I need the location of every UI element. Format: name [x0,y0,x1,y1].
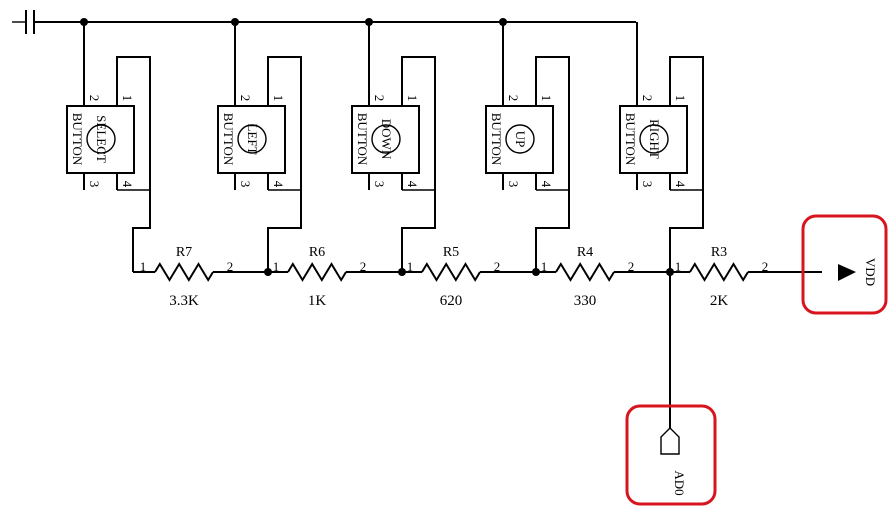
button-pin-number: 3 [87,181,102,188]
resistor-r4: R4 330 1 2 [541,245,635,309]
ad0-label: AD0 [672,470,687,495]
resistor-designator: R7 [176,245,192,260]
button-body [66,105,135,174]
button-right: 2 1 3 4 BUTTON RIGHT [619,22,704,272]
button-pin-number: 4 [673,181,688,188]
resistor-pin2: 2 [227,259,234,274]
button-pin-number: 2 [372,95,387,102]
button-name-label: SELECT [94,115,109,163]
button-name-label: DOWN [379,119,394,160]
resistor-pin2: 2 [762,259,769,274]
junction-dots [80,18,674,276]
resistor-r6: R6 1K 1 2 [273,245,367,309]
resistor-pin2: 2 [628,259,635,274]
ground-symbol [12,10,35,34]
button-name-label: UP [513,131,528,148]
button-select: 2 1 3 4 BUTTON SELECT [66,22,151,272]
resistor-value: 3.3K [169,293,199,309]
resistor-zigzag [154,262,214,282]
resistor-designator: R6 [309,245,325,260]
resistor-pin1: 1 [675,259,682,274]
button-circle-icon [86,124,116,154]
button-pin-number: 4 [120,181,135,188]
button-pin-number: 2 [238,95,253,102]
button-body [351,105,420,174]
button-pin-number: 3 [238,181,253,188]
button-name-label: LEFT [245,123,260,154]
button-pin-number: 2 [640,95,655,102]
resistor-designator: R4 [577,245,593,260]
resistor-designator: R3 [711,245,727,260]
resistor-chain: R7 3.3K 1 2 R6 1K 1 2 R5 620 1 2 R4 330 1 2 R3 2K 1 2 [140,245,769,309]
resistor-pin2: 2 [494,259,501,274]
button-pin-number: 4 [539,181,554,188]
button-pin-number: 2 [506,95,521,102]
resistor-value: 620 [440,293,463,309]
button-group: 2 1 3 4 BUTTON SELECT 2 1 3 4 BUTTON LEFT 2 1 3 4 BUTTON… [66,22,704,272]
button-body [619,105,688,174]
resistor-r7: R7 3.3K 1 2 [140,245,234,309]
resistor-value: 1K [308,293,327,309]
button-pin-number: 3 [372,181,387,188]
button-circle-icon [237,124,267,154]
button-pin-number: 1 [673,95,688,102]
button-down: 2 1 3 4 BUTTON DOWN [351,22,436,272]
resistor-zigzag [287,262,347,282]
button-pin-number: 3 [640,181,655,188]
button-pin-number: 4 [405,181,420,188]
button-left: 2 1 3 4 BUTTON LEFT [217,22,302,272]
button-circle-icon [371,124,401,154]
resistor-r3: R3 2K 1 2 [675,245,769,309]
button-pin-number: 2 [87,95,102,102]
button-type-label: BUTTON [70,113,85,166]
resistor-zigzag [421,262,481,282]
button-pin-number: 1 [405,95,420,102]
button-type-label: BUTTON [623,113,638,166]
resistor-pin1: 1 [140,259,147,274]
button-type-label: BUTTON [355,113,370,166]
resistor-designator: R5 [443,245,459,260]
resistor-zigzag [555,262,615,282]
button-pin-number: 1 [539,95,554,102]
resistor-pin1: 1 [273,259,280,274]
button-pin-number: 3 [506,181,521,188]
button-name-label: RIGHT [647,119,662,159]
resistor-pin1: 1 [541,259,548,274]
vdd-highlight-box [801,214,888,315]
button-pin-number: 4 [271,181,286,188]
button-type-label: BUTTON [489,113,504,166]
resistor-value: 330 [574,293,597,309]
button-up: 2 1 3 4 BUTTON UP [485,22,570,272]
resistor-value: 2K [710,293,729,309]
button-pin-number: 1 [271,95,286,102]
resistor-pin1: 1 [407,259,414,274]
button-circle-icon [639,124,669,154]
button-type-label: BUTTON [221,113,236,166]
button-pin-number: 1 [120,95,135,102]
resistor-r5: R5 620 1 2 [407,245,501,309]
vdd-power-port: VDD [801,214,888,315]
resistor-zigzag [689,262,749,282]
ad0-net-port: AD0 [625,404,717,506]
button-circle-icon [505,124,535,154]
vdd-label: VDD [863,258,878,286]
button-body [217,105,286,174]
resistor-pin2: 2 [360,259,367,274]
button-body [485,105,554,174]
ad0-highlight-box [625,404,717,506]
